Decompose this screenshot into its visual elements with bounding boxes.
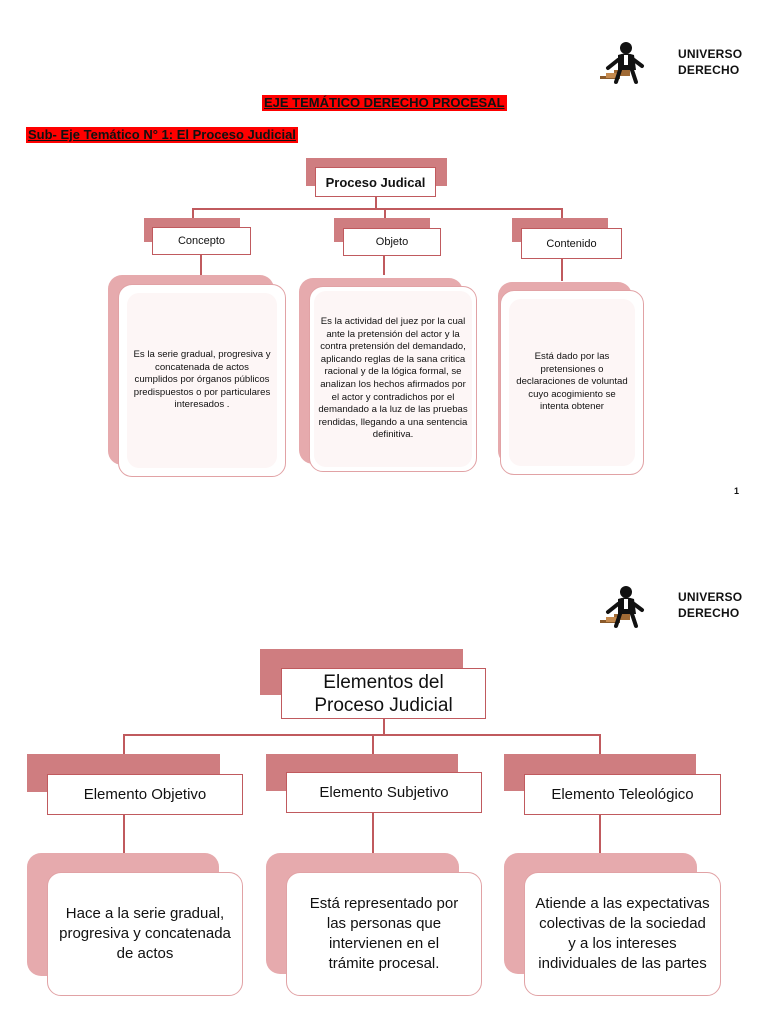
subjetivo-label: Elemento Subjetivo [319,783,448,803]
teleologico-description: Atiende a las expectativas colectivas de… [525,894,720,974]
elements-root-line-1: Elementos del [323,671,443,694]
elements-root-node: Elementos del Proceso Judicial [281,668,486,719]
brand-line-1: UNIVERSO [678,589,742,605]
teleologico-node: Elemento Teleológico [524,774,721,815]
objetivo-node: Elemento Objetivo [47,774,243,815]
root-node-label: Proceso Judical [326,175,426,190]
brand-line-2: DERECHO [678,62,742,78]
objeto-node: Objeto [343,228,441,256]
concepto-node: Concepto [152,227,251,255]
connector [383,719,385,734]
objeto-description: Es la actividad del juez por la cual ant… [316,316,470,442]
subjetivo-card: Está representado por las personas que i… [286,872,482,996]
root-node: Proceso Judical [315,167,436,197]
concepto-label: Concepto [178,235,225,247]
lawyer-figure-icon [598,584,646,630]
connector [123,734,600,736]
page-number: 1 [734,486,739,496]
connector [372,813,374,853]
subtitle: Sub- Eje Temático N° 1: El Proceso Judic… [26,127,298,143]
brand-line-1: UNIVERSO [678,46,742,62]
connector [200,255,202,275]
connector [192,208,194,218]
subjetivo-node: Elemento Subjetivo [286,772,482,813]
connector [561,259,563,281]
concepto-card: Es la serie gradual, progresiva y concat… [118,284,286,477]
main-title: EJE TEMÁTICO DERECHO PROCESAL [262,95,507,111]
contenido-card: Está dado por las pretensiones o declara… [500,290,644,475]
objetivo-card: Hace a la serie gradual, progresiva y co… [47,872,243,996]
contenido-description: Está dado por las pretensiones o declara… [515,351,629,414]
brand-name: UNIVERSO DERECHO [678,589,742,621]
objeto-label: Objeto [376,236,408,248]
connector [383,256,385,275]
elements-root-line-2: Proceso Judicial [314,694,452,717]
brand-name: UNIVERSO DERECHO [678,46,742,78]
lawyer-figure-icon [598,40,646,86]
objeto-card: Es la actividad del juez por la cual ant… [309,286,477,472]
subjetivo-description: Está representado por las personas que i… [287,894,481,974]
connector [384,208,386,218]
connector [123,815,125,853]
concepto-description: Es la serie gradual, progresiva y concat… [133,349,271,412]
connector [192,208,562,210]
contenido-node: Contenido [521,228,622,259]
connector [372,734,374,754]
objetivo-description: Hace a la serie gradual, progresiva y co… [48,904,242,964]
contenido-label: Contenido [546,238,596,250]
teleologico-card: Atiende a las expectativas colectivas de… [524,872,721,996]
teleologico-label: Elemento Teleológico [551,785,693,805]
connector [599,815,601,853]
brand-line-2: DERECHO [678,605,742,621]
connector [123,734,125,754]
objetivo-label: Elemento Objetivo [84,785,207,805]
connector [599,734,601,754]
connector [561,208,563,218]
